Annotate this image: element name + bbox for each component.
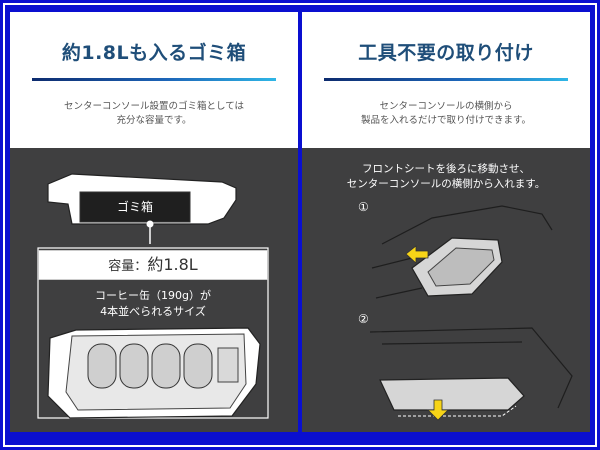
trash-box-label: ゴミ箱 xyxy=(116,200,153,214)
capacity-label: 容量：約1.8L xyxy=(38,250,268,280)
install-panel: 工具不要の取り付け センターコンソールの横側から 製品を入れるだけで取り付けでき… xyxy=(302,12,590,432)
capacity-header: 約1.8Lも入るゴミ箱 センターコンソール設置のゴミ箱としては 充分な容量です。 xyxy=(10,12,298,148)
side-pocket xyxy=(217,347,239,383)
pointer-dot xyxy=(146,220,154,228)
install-heading: 工具不要の取り付け xyxy=(358,42,534,64)
step-1-arrow xyxy=(405,245,429,264)
install-illustration xyxy=(369,205,573,421)
info-frame xyxy=(37,247,269,419)
outer-frame xyxy=(3,3,597,447)
can-1 xyxy=(87,343,117,389)
can-size-text: コーヒー缶（190g）が 4本並べられるサイズ xyxy=(95,289,211,318)
can-group xyxy=(87,343,213,389)
trash-slot xyxy=(79,191,191,223)
install-diagram-area: フロントシートを後ろに移動させ、 センターコンソールの横側から入れます。 ① ② xyxy=(302,148,590,432)
can-2 xyxy=(119,343,149,389)
heading-rule xyxy=(32,78,276,81)
step-2-marker: ② xyxy=(358,312,369,326)
capacity-heading: 約1.8Lも入るゴミ箱 xyxy=(61,42,247,64)
capacity-diagram-area: ゴミ箱 容量：約1.8L コーヒー缶（190g）が 4本並べられるサイズ xyxy=(10,148,298,432)
step-2-dashed-outline xyxy=(398,405,517,417)
step-1-marker: ① xyxy=(358,200,369,214)
can-4 xyxy=(183,343,213,389)
install-description: センターコンソールの横側から 製品を入れるだけで取り付けできます。 xyxy=(360,101,532,126)
trash-box-illustration xyxy=(37,173,269,419)
install-header: 工具不要の取り付け センターコンソールの横側から 製品を入れるだけで取り付けでき… xyxy=(302,12,590,148)
can-3 xyxy=(151,343,181,389)
heading-rule xyxy=(324,78,568,81)
install-step-text: フロントシートを後ろに移動させ、 センターコンソールの横側から入れます。 xyxy=(346,163,546,190)
step-2-scene xyxy=(369,327,573,409)
step-1-tray-inner xyxy=(427,247,495,287)
capacity-panel: 約1.8Lも入るゴミ箱 センターコンソール設置のゴミ箱としては 充分な容量です。 xyxy=(10,12,298,432)
step-2-tray xyxy=(379,377,525,411)
step-2-arrow xyxy=(427,399,449,421)
capacity-description: センターコンソール設置のゴミ箱としては 充分な容量です。 xyxy=(63,101,245,126)
